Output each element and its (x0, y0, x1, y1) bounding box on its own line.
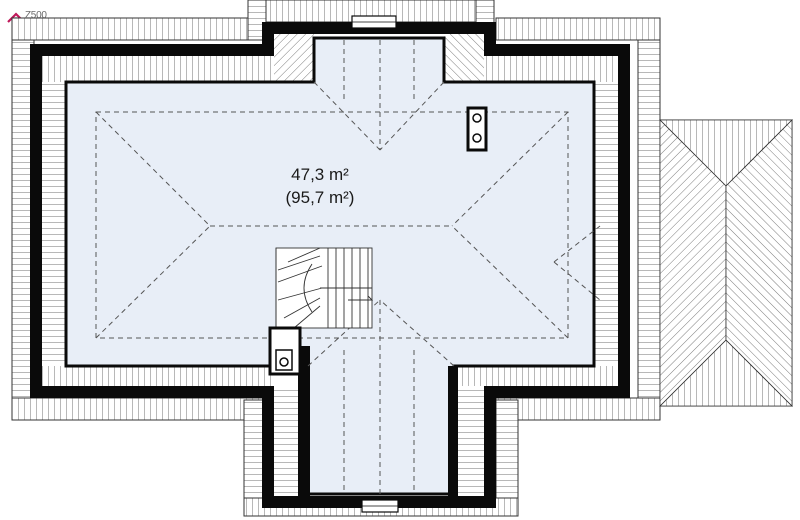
brand-logo-text: Z500 (25, 10, 47, 21)
staircase (275, 247, 374, 329)
total-area-label: (95,7 m²) (285, 188, 355, 207)
chimney-vent (466, 106, 488, 152)
inner-walls (298, 346, 458, 496)
knee-wall-hatch (42, 34, 618, 496)
annex-roof (659, 119, 793, 407)
usable-area-label: 47,3 m² (291, 165, 349, 184)
ventilation-shaft (268, 326, 302, 376)
roof-ridge-lines (95, 40, 601, 494)
windows (351, 15, 399, 513)
roof-eaves (11, 0, 661, 517)
